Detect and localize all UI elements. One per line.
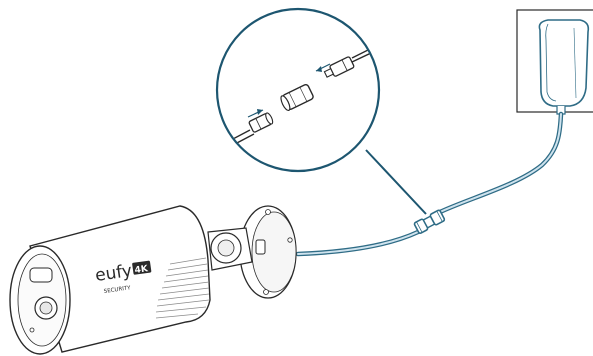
callout-circle	[215, 7, 381, 173]
camera-logo: eufy 4K SECURITY	[94, 260, 152, 295]
male-plug	[323, 39, 378, 78]
brand-sub-label: SECURITY	[103, 285, 131, 295]
badge-text: 4K	[134, 264, 150, 276]
camera-body	[9, 205, 211, 355]
mount-base	[239, 205, 297, 299]
arrow-icon	[247, 109, 264, 118]
mount-joint	[207, 227, 266, 271]
power-adapter-icon	[538, 19, 590, 115]
coupler	[280, 83, 314, 112]
arrow-icon	[315, 63, 331, 72]
badge-background	[132, 260, 152, 275]
callout-leader-line	[365, 149, 427, 215]
power-cable	[437, 111, 564, 215]
extension-cable	[295, 229, 421, 257]
camera-icon: eufy 4K SECURITY	[9, 205, 297, 355]
connector-icon	[413, 209, 446, 234]
